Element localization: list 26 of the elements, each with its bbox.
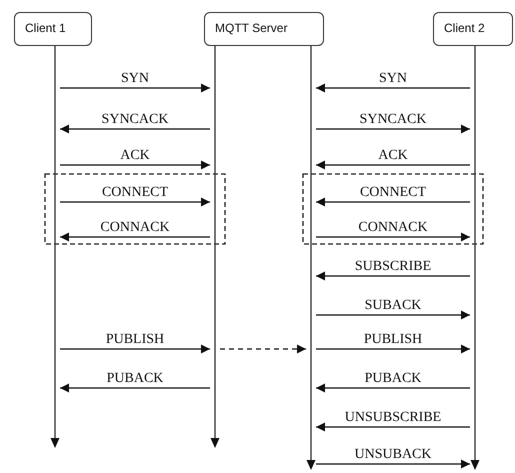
message-arrow: [60, 232, 210, 242]
message-arrow: [60, 344, 210, 354]
message-arrow: [60, 84, 210, 92]
message-arrow: [316, 460, 470, 468]
message-arrow: [316, 272, 470, 280]
message-arrow: [60, 198, 210, 206]
lifeline: [470, 46, 480, 470]
message-arrow: [60, 124, 210, 134]
message-arrow: [316, 310, 470, 320]
participant-box: Client 2: [433, 12, 513, 46]
message-arrow: [316, 124, 470, 134]
message-arrow: [60, 384, 210, 392]
message-arrow: [60, 160, 210, 170]
participant-box: MQTT Server: [204, 12, 324, 46]
message-arrow: [316, 344, 470, 354]
message-arrow: [316, 84, 470, 92]
message-arrow: [220, 344, 306, 354]
lifeline: [210, 46, 220, 448]
message-arrow: [316, 160, 470, 170]
lifeline: [306, 46, 316, 470]
message-arrow: [316, 422, 470, 432]
message-arrow: [316, 384, 470, 392]
lifeline: [50, 46, 60, 448]
participant-box: Client 1: [14, 12, 92, 46]
message-arrow: [316, 198, 470, 206]
message-arrow: [316, 232, 470, 242]
